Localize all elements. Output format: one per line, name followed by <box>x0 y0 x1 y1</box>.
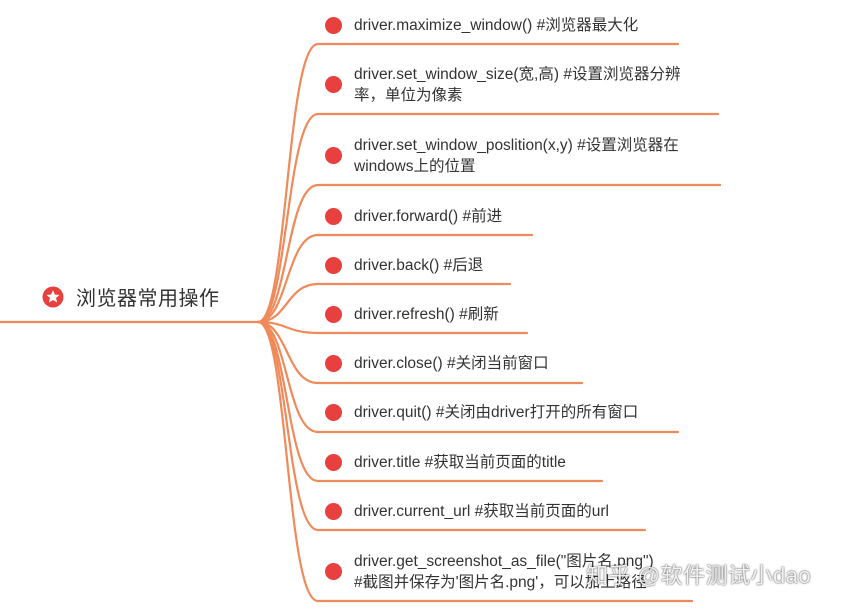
branch-label: driver.refresh() #刷新 <box>354 304 499 325</box>
branch-label-line: driver.quit() #关闭由driver打开的所有窗口 <box>354 404 639 421</box>
branch-label-line: driver.forward() #前进 <box>354 208 503 225</box>
branch-label-line: driver.back() #后退 <box>354 257 484 274</box>
branch-node[interactable]: driver.current_url #获取当前页面的url <box>325 501 609 522</box>
branch-label: driver.back() #后退 <box>354 255 483 276</box>
branch-label: driver.set_window_size(宽,高) #设置浏览器分辨率，单位… <box>354 64 680 106</box>
branch-connector-line <box>256 320 529 335</box>
branch-connector-line <box>256 42 680 324</box>
branch-node[interactable]: driver.set_window_size(宽,高) #设置浏览器分辨率，单位… <box>325 64 680 106</box>
bullet-dot-icon <box>325 355 342 372</box>
branch-node[interactable]: driver.refresh() #刷新 <box>325 304 499 325</box>
star-badge-icon <box>42 286 64 307</box>
branch-label-line: #截图并保存为'图片名.png'，可以加上路径 <box>354 574 647 591</box>
branch-node[interactable]: driver.back() #后退 <box>325 255 483 276</box>
branch-connector-line <box>256 320 680 434</box>
bullet-dot-icon <box>325 454 342 471</box>
branch-label: driver.current_url #获取当前页面的url <box>354 501 609 522</box>
branch-connector-line <box>256 320 694 603</box>
branch-label-line: driver.set_window_size(宽,高) #设置浏览器分辨 <box>354 66 681 83</box>
branch-label: driver.forward() #前进 <box>354 206 502 227</box>
branch-node[interactable]: driver.title #获取当前页面的title <box>325 452 566 473</box>
watermark: 知乎 @软件测试小dao <box>586 563 812 588</box>
branch-connector-line <box>256 320 604 483</box>
branch-connector-line <box>256 233 534 324</box>
branch-label: driver.quit() #关闭由driver打开的所有窗口 <box>354 402 638 423</box>
branch-node[interactable]: driver.quit() #关闭由driver打开的所有窗口 <box>325 402 638 423</box>
branch-label-line: driver.maximize_window() #浏览器最大化 <box>354 17 639 34</box>
branch-connector-line <box>256 320 584 385</box>
branch-label-line: driver.set_window_poslition(x,y) #设置浏览器在 <box>354 137 679 154</box>
bullet-dot-icon <box>325 306 342 323</box>
bullet-dot-icon <box>325 503 342 520</box>
branch-label: driver.title #获取当前页面的title <box>354 452 566 473</box>
branch-label-line: driver.title #获取当前页面的title <box>354 454 566 471</box>
branch-label: driver.set_window_poslition(x,y) #设置浏览器在… <box>354 135 679 177</box>
branch-connector-line <box>256 183 722 324</box>
bullet-dot-icon <box>325 257 342 274</box>
branch-connector-line <box>256 320 647 532</box>
bullet-dot-icon <box>325 76 342 93</box>
bullet-dot-icon <box>325 563 342 580</box>
branch-label: driver.close() #关闭当前窗口 <box>354 353 549 374</box>
bullet-dot-icon <box>325 147 342 164</box>
branch-label: driver.get_screenshot_as_file("图片名.png")… <box>354 551 654 593</box>
branch-label-line: 率，单位为像素 <box>354 87 463 104</box>
branch-connector-line <box>256 112 720 324</box>
branch-label-line: driver.refresh() #刷新 <box>354 306 499 323</box>
branch-label-line: driver.get_screenshot_as_file("图片名.png") <box>354 553 654 570</box>
branch-node[interactable]: driver.forward() #前进 <box>325 206 502 227</box>
branch-label-line: driver.current_url #获取当前页面的url <box>354 503 609 520</box>
bullet-dot-icon <box>325 208 342 225</box>
root-node[interactable]: 浏览器常用操作 <box>42 282 220 311</box>
bullet-dot-icon <box>325 17 342 34</box>
root-label: 浏览器常用操作 <box>76 288 220 310</box>
branch-node[interactable]: driver.set_window_poslition(x,y) #设置浏览器在… <box>325 135 679 177</box>
bullet-dot-icon <box>325 404 342 421</box>
branch-label-line: driver.close() #关闭当前窗口 <box>354 355 549 372</box>
branch-label: driver.maximize_window() #浏览器最大化 <box>354 15 638 36</box>
branch-node[interactable]: driver.maximize_window() #浏览器最大化 <box>325 15 638 36</box>
branch-connector-line <box>256 282 512 324</box>
branch-node[interactable]: driver.close() #关闭当前窗口 <box>325 353 549 374</box>
branch-label-line: windows上的位置 <box>354 158 476 175</box>
branch-node[interactable]: driver.get_screenshot_as_file("图片名.png")… <box>325 551 654 593</box>
